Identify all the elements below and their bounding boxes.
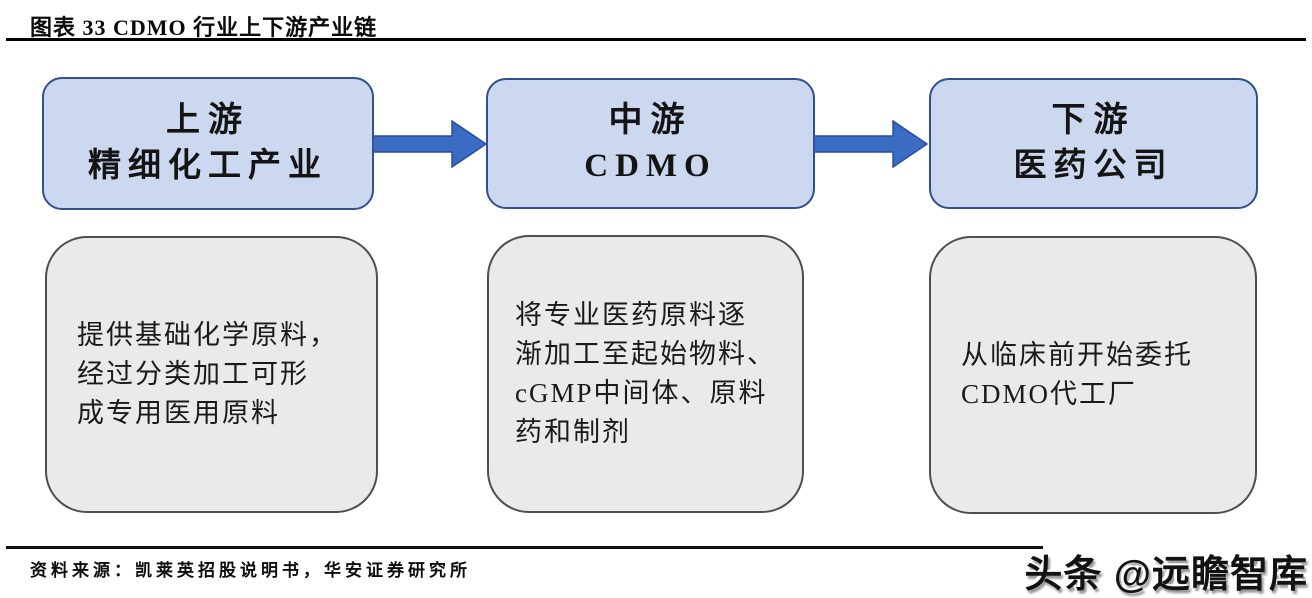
- description-box-midstream: 将专业医药原料逐 渐加工至起始物料、 cGMP中间体、原料 药和制剂: [487, 235, 804, 513]
- stage-position-label: 中游: [608, 102, 693, 140]
- description-text: 将专业医药原料逐 渐加工至起始物料、 cGMP中间体、原料 药和制剂: [515, 299, 776, 448]
- title-divider: [6, 38, 1306, 41]
- stage-box-upstream: 上游 精细化工产业: [42, 77, 374, 210]
- stage-position-label: 下游: [1051, 102, 1136, 140]
- flow-arrow-icon: [373, 120, 487, 168]
- description-box-upstream: 提供基础化学原料， 经过分类加工可形 成专用医用原料: [45, 236, 378, 513]
- source-note: 资料来源：凯莱英招股说明书，华安证券研究所: [30, 561, 471, 580]
- stage-box-midstream: 中游 CDMO: [486, 78, 815, 209]
- flow-arrow-icon: [814, 120, 928, 168]
- page-title: 图表 33 CDMO 行业上下游产业链: [30, 15, 378, 40]
- footer-divider: [6, 546, 1043, 549]
- stage-box-downstream: 下游 医药公司: [929, 78, 1258, 209]
- stage-name-label: 精细化工产业: [88, 148, 328, 185]
- description-text: 从临床前开始委托 CDMO代工厂: [961, 339, 1193, 409]
- stage-name-label: 医药公司: [1013, 148, 1174, 185]
- stage-name-label: CDMO: [584, 148, 717, 185]
- description-text: 提供基础化学原料， 经过分类加工可形 成专用医用原料: [77, 319, 338, 429]
- description-box-downstream: 从临床前开始委托 CDMO代工厂: [929, 236, 1257, 514]
- watermark: 头条 @远瞻智库: [1024, 554, 1308, 596]
- stage-position-label: 上游: [166, 102, 250, 140]
